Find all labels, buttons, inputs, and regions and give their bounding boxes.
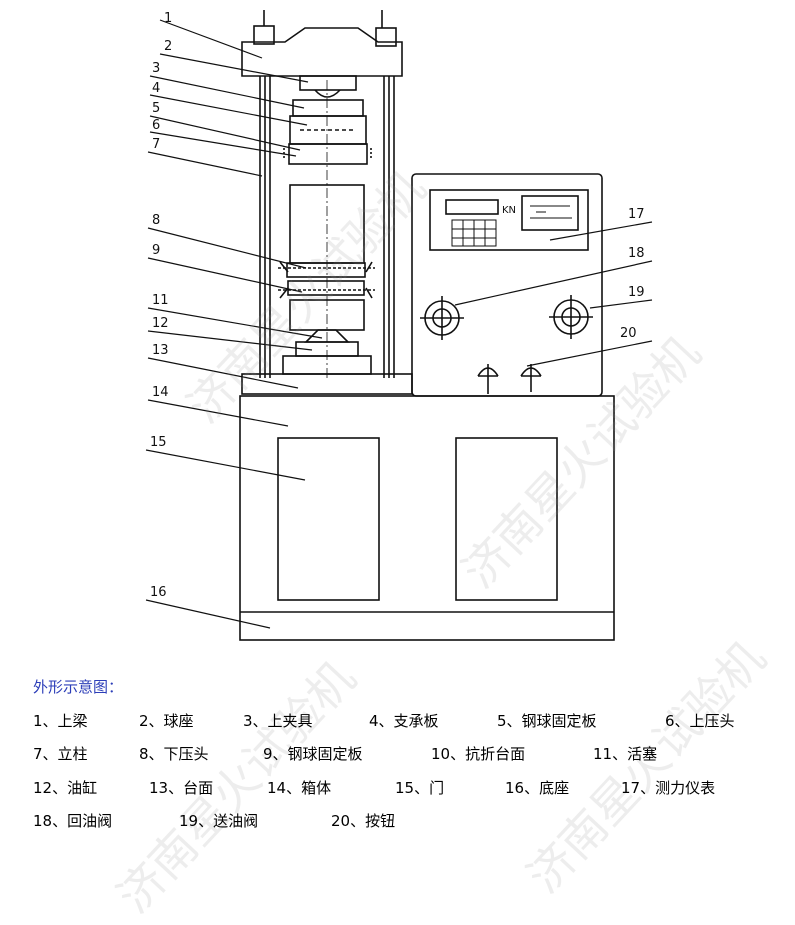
legend-item: 7、立柱 — [33, 745, 88, 763]
upper-beam — [241, 27, 403, 77]
legend-item: 19、送油阀 — [179, 812, 259, 830]
legend-item: 18、回油阀 — [33, 812, 113, 830]
callout-12: 12 — [152, 316, 169, 331]
leader-lines — [145, 19, 653, 629]
figure-caption: 外形示意图： — [33, 678, 124, 696]
legend-row-2: 7、立柱 8、下压头 9、钢球固定板 10、抗折台面 11、活塞 — [33, 743, 657, 764]
legend-item: 5、钢球固定板 — [497, 712, 597, 730]
instrument-keypad — [451, 219, 497, 247]
legend-item: 20、按钮 — [331, 812, 396, 830]
button-left — [477, 364, 499, 394]
instrument-display — [445, 199, 499, 215]
callout-5: 5 — [152, 101, 160, 116]
callout-3: 3 — [152, 61, 160, 76]
callout-17: 17 — [628, 207, 645, 222]
door-left — [277, 437, 380, 601]
display-unit-label: KN — [502, 205, 516, 216]
legend-item: 3、上夹具 — [243, 712, 313, 730]
legend-item: 17、测力仪表 — [621, 779, 716, 797]
button-right — [520, 364, 542, 392]
legend-item: 8、下压头 — [139, 745, 209, 763]
return-oil-valve — [420, 296, 464, 340]
legend-item: 6、上压头 — [665, 712, 735, 730]
supply-oil-valve — [549, 295, 593, 339]
callout-1: 1 — [164, 11, 172, 26]
ball-seat — [299, 75, 357, 98]
legend-row-1: 1、上梁 2、球座 3、上夹具 4、支承板 5、钢球固定板 6、上压头 — [33, 710, 735, 731]
legend-item: 9、钢球固定板 — [263, 745, 363, 763]
instrument-panel — [429, 189, 589, 251]
legend-item: 2、球座 — [139, 712, 194, 730]
ball-fixed-plate-upper — [288, 143, 368, 165]
machine-diagram: KN — [145, 10, 653, 641]
display-window — [521, 195, 579, 231]
legend-item: 12、油缸 — [33, 779, 98, 797]
watermark-4: 济南星火试验机 — [516, 630, 776, 903]
door-right — [455, 437, 558, 601]
legend-item: 4、支承板 — [369, 712, 439, 730]
callout-19: 19 — [628, 285, 645, 300]
legend-item: 11、活塞 — [593, 745, 658, 763]
callout-16: 16 — [150, 585, 167, 600]
callout-7: 7 — [152, 137, 160, 152]
callout-20: 20 — [620, 326, 637, 341]
legend-row-3: 12、油缸 13、台面 14、箱体 15、门 16、底座 17、测力仪表 — [33, 777, 715, 798]
callout-14: 14 — [152, 385, 169, 400]
legend-item: 16、底座 — [505, 779, 570, 797]
cabinet-body — [239, 395, 615, 641]
callout-18: 18 — [628, 246, 645, 261]
callout-4: 4 — [152, 81, 160, 96]
callout-9: 9 — [152, 243, 160, 258]
callout-15: 15 — [150, 435, 167, 450]
callout-2: 2 — [164, 39, 172, 54]
callout-8: 8 — [152, 213, 160, 228]
callout-11: 11 — [152, 293, 169, 308]
right-column — [383, 76, 395, 378]
legend-item: 10、抗折台面 — [431, 745, 526, 763]
legend-row-4: 18、回油阀 19、送油阀 20、按钮 — [33, 810, 395, 831]
callout-13: 13 — [152, 343, 169, 358]
upper-beam-nut-right — [375, 27, 397, 47]
callout-6: 6 — [152, 118, 160, 133]
legend-item: 14、箱体 — [267, 779, 332, 797]
legend-item: 1、上梁 — [33, 712, 88, 730]
legend-item: 13、台面 — [149, 779, 214, 797]
legend-item: 15、门 — [395, 779, 445, 797]
callout-numbers: 1 2 3 4 5 6 7 8 9 11 12 13 14 15 16 17 1… — [150, 11, 645, 600]
